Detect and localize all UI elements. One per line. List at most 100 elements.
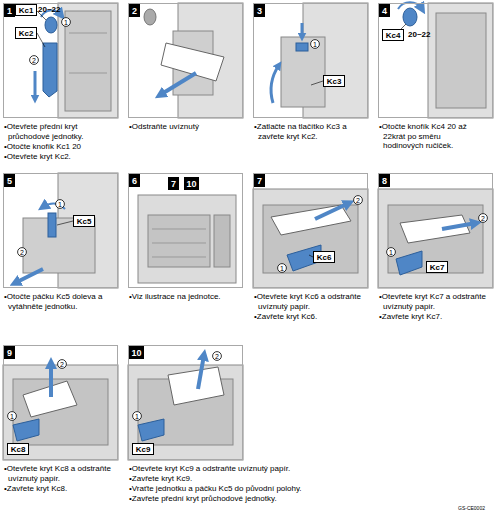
turn-count: 20~22 xyxy=(38,5,60,14)
step-panel: 921Kc8•Otevřete kryt Kc8 a odstraňte uví… xyxy=(3,345,118,460)
step-illustration xyxy=(35,3,118,118)
step-panel: 6710•Viz ilustrace na jednotce. xyxy=(128,173,243,288)
step-number: 10 xyxy=(129,346,144,359)
illustration-part xyxy=(69,73,107,74)
illustration-part xyxy=(43,43,57,97)
label-text: 7 xyxy=(171,179,176,189)
callout-circle-outline xyxy=(62,18,71,27)
illustration-part xyxy=(396,251,422,275)
label-text: 2 xyxy=(132,6,137,16)
callout-number: 1 xyxy=(386,247,396,257)
step-caption: •Otočte páčku Kc5 doleva a vytáhněte jed… xyxy=(4,292,114,312)
instruction-text: •Otevřete kryt Kc7 a odstraňte uvíznutý … xyxy=(379,292,489,311)
illustration-part xyxy=(263,205,358,273)
step-illustration xyxy=(3,363,118,460)
step-panel: 5Kc512•Otočte páčku Kc5 doleva a vytáhně… xyxy=(3,173,118,288)
illustration-part xyxy=(144,9,156,25)
part-label-box: Kc3 xyxy=(323,75,345,87)
callout-number: 2 xyxy=(17,247,27,257)
step-panel: 31Kc3•Zatlačte na tlačítko Kc3 a zavřete… xyxy=(253,3,368,118)
illustration-part xyxy=(65,11,111,111)
step-number: 7 xyxy=(254,174,265,187)
callout-circle-outline xyxy=(18,248,27,257)
callout-number: 1 xyxy=(55,199,65,209)
step-number: 1 xyxy=(4,4,15,17)
callout-number: 1 xyxy=(132,411,142,421)
illustration-part xyxy=(128,365,243,460)
illustration-part xyxy=(15,269,43,283)
step-caption: •Zatlačte na tlačítko Kc3 a zavřete kryt… xyxy=(254,122,349,142)
callout-number: 2 xyxy=(57,359,67,369)
step-illustration xyxy=(378,189,493,288)
label-text: Kc3 xyxy=(327,77,342,86)
step-illustration xyxy=(398,2,493,118)
label-text: 1 xyxy=(58,201,62,208)
instruction-text: •Otočte páčku Kc5 doleva a vytáhněte jed… xyxy=(4,292,114,311)
label-text: Kc1 xyxy=(19,6,34,15)
instruction-text: •Otevřete kryt Kc8 a odstraňte uvíznutý … xyxy=(4,464,114,483)
label-text: 9 xyxy=(7,348,12,358)
illustration-part xyxy=(152,243,206,244)
step-caption: •Viz ilustrace na jednotce. xyxy=(129,292,239,302)
label-text: Kc9 xyxy=(136,445,151,454)
step-illustration xyxy=(144,3,243,118)
callout-number: 1 xyxy=(277,263,287,273)
label-text: 6 xyxy=(132,176,137,186)
label-text: Kc6 xyxy=(317,253,332,262)
part-label-box: Kc8 xyxy=(7,443,29,455)
illustration-part xyxy=(138,195,236,283)
illustration-part xyxy=(58,3,118,118)
label-text: 1 xyxy=(10,413,14,420)
illustration-part xyxy=(45,17,57,33)
step-caption: •Otevřete přední kryt průchodové jednotk… xyxy=(4,122,118,162)
instruction-text: •Zavřete přední kryt průchodové jednotky… xyxy=(129,494,491,504)
instruction-text: •Otevřete kryt Kc2. xyxy=(4,152,118,162)
label-text: 1 xyxy=(7,6,12,16)
label-text: 2 xyxy=(20,249,24,256)
illustration-part xyxy=(69,33,107,34)
callout-circle-outline xyxy=(58,360,67,369)
instruction-text: •Viz ilustrace na jednotce. xyxy=(129,292,239,302)
illustration-part xyxy=(48,213,56,237)
callout-circle-outline xyxy=(213,352,222,361)
illustration-part xyxy=(49,363,53,397)
step-panel: 821Kc7•Otevřete kryt Kc7 a odstraňte uví… xyxy=(378,173,493,288)
step-number: 9 xyxy=(4,346,15,359)
illustration-part xyxy=(281,37,325,107)
illustration-part xyxy=(3,365,118,460)
step-illustration xyxy=(15,173,118,288)
illustration-part xyxy=(400,215,470,243)
instruction-text: •Odstraňte uvíznutý xyxy=(129,122,239,132)
step-illustration xyxy=(128,355,243,460)
step-panel: 2•Odstraňte uvíznutý xyxy=(128,3,243,118)
callout-circle-outline xyxy=(479,214,488,223)
illustration-part xyxy=(214,215,230,267)
label-text: Kc5 xyxy=(77,217,92,226)
label-text: 2 xyxy=(481,215,485,222)
illustration-part xyxy=(13,379,108,445)
instruction-text: •Zavřete kryt Kc8. xyxy=(4,484,114,494)
step-caption: •Otevřete kryt Kc9 a odstraňte uvíznutý … xyxy=(129,464,491,504)
step-number: 7 xyxy=(168,177,179,190)
callout-circle-outline xyxy=(133,412,142,421)
label-text: 10 xyxy=(131,348,141,358)
step-caption: •Otevřete kryt Kc6 a odstraňte uvíznutý … xyxy=(254,292,364,322)
part-label-box: Kc7 xyxy=(426,261,448,273)
step-number: 2 xyxy=(129,4,140,17)
callout-number: 2 xyxy=(212,351,222,361)
callout-circle-outline xyxy=(387,248,396,257)
instruction-text: •Zavřete kryt Kc7. xyxy=(379,312,489,322)
label-text: 10 xyxy=(186,179,196,189)
step-panel: 1Kc11Kc22•Otevřete přední kryt průchodov… xyxy=(3,3,118,118)
callout-circle-outline xyxy=(278,264,287,273)
illustration-part xyxy=(378,189,493,288)
instruction-text: •Zavřete kryt Kc6. xyxy=(254,312,364,322)
part-label-box: Kc6 xyxy=(313,251,335,263)
illustration-part xyxy=(160,73,196,95)
callout-circle-outline xyxy=(311,40,320,49)
callout-circle-outline xyxy=(56,200,65,209)
figure-code: GS-CE0002 xyxy=(458,505,485,511)
instruction-text: •Otevřete kryt Kc6 a odstraňte uvíznutý … xyxy=(254,292,364,311)
